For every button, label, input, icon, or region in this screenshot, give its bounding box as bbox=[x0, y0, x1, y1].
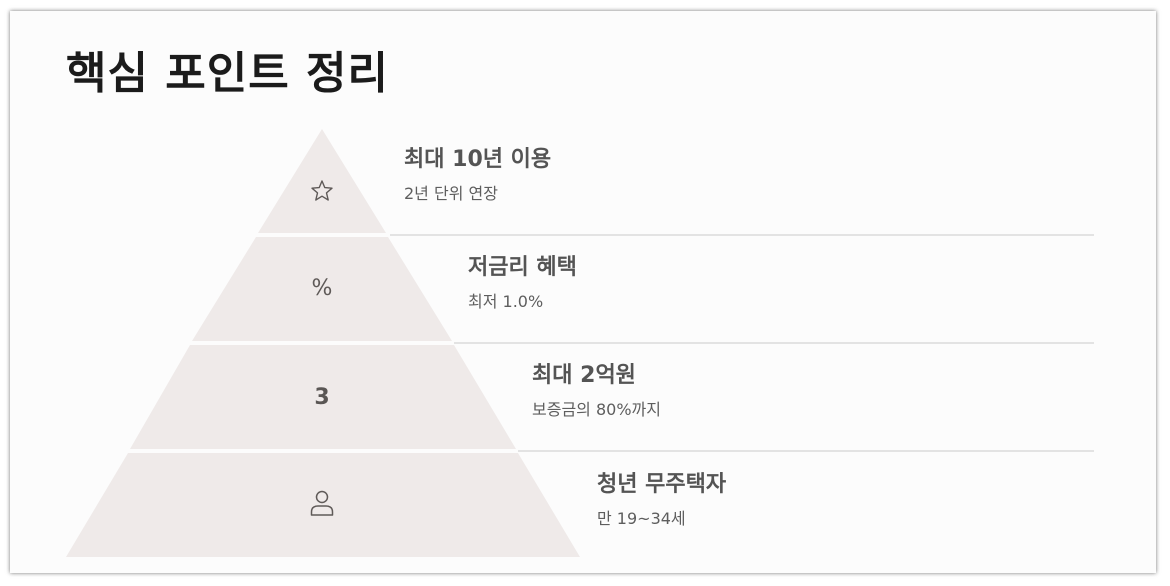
slide: 핵심 포인트 정리 % 3 최대 10년 이용 2년 단위 연장 저금리 혜택 … bbox=[10, 11, 1156, 573]
percent-icon: % bbox=[311, 276, 333, 301]
tier-1-subtitle: 2년 단위 연장 bbox=[404, 184, 498, 203]
divider-2 bbox=[454, 342, 1094, 344]
tier-3-text: 최대 2억원 보증금의 80%까지 bbox=[532, 362, 661, 420]
tier-4-text: 청년 무주택자 만 19~34세 bbox=[597, 471, 726, 529]
tier-1-text: 최대 10년 이용 2년 단위 연장 bbox=[404, 146, 551, 204]
star-icon bbox=[310, 179, 334, 207]
pyramid-tier-3 bbox=[130, 345, 516, 449]
tier-4-title: 청년 무주택자 bbox=[597, 472, 727, 497]
divider-1 bbox=[390, 234, 1094, 236]
user-icon bbox=[309, 489, 335, 521]
tier-3-title: 최대 2억원 bbox=[532, 363, 636, 388]
tier-2-title: 저금리 혜택 bbox=[468, 255, 577, 280]
pyramid-tier-4 bbox=[66, 453, 580, 557]
pyramid-tier-2 bbox=[192, 237, 452, 341]
tier-4-subtitle: 만 19~34세 bbox=[597, 509, 686, 528]
divider-3 bbox=[518, 450, 1094, 452]
pyramid-diagram bbox=[66, 129, 580, 557]
tier-3-subtitle: 보증금의 80%까지 bbox=[532, 400, 661, 419]
tier-2-text: 저금리 혜택 최저 1.0% bbox=[468, 254, 577, 312]
tier-2-subtitle: 최저 1.0% bbox=[468, 292, 544, 311]
tier-1-title: 최대 10년 이용 bbox=[404, 147, 552, 172]
page-title: 핵심 포인트 정리 bbox=[66, 48, 389, 99]
number-3-icon: 3 bbox=[314, 385, 330, 410]
